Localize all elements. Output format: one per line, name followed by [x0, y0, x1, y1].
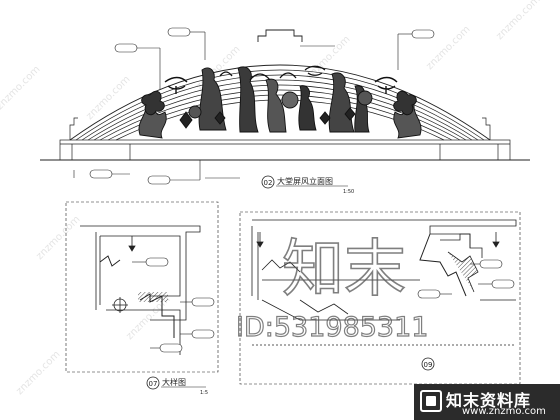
carved-relief	[138, 65, 422, 139]
diagonal-watermark-9: znzmo.com	[14, 349, 62, 397]
detail-07-caption: 大样图	[162, 377, 186, 387]
diagonal-watermark-1: znzmo.com	[0, 64, 42, 112]
detail-07-number: 07	[149, 380, 158, 388]
detail-09-frame	[239, 211, 521, 385]
detail-07-callouts	[132, 257, 215, 353]
center-watermark: 知末 ID:531985311	[235, 231, 429, 343]
detail-09-title: 09	[421, 357, 435, 371]
elevation-base-plinth	[59, 139, 511, 161]
detail-07-scale: 1:5	[200, 390, 208, 396]
detail-07-frame	[65, 201, 219, 373]
elevation-scale: 1:50	[343, 189, 354, 195]
watermark-brand: 知末	[282, 232, 406, 305]
watermark-id: ID:531985311	[236, 312, 428, 343]
elevation-number: 02	[264, 179, 273, 187]
brand-badge[interactable]: 知末资料库 www.znzmo.com	[414, 384, 560, 420]
brand-logo-icon	[420, 390, 442, 412]
brand-badge-url: www.znzmo.com	[462, 406, 546, 417]
detail-09-callouts	[417, 259, 515, 299]
screen-elevation	[40, 29, 530, 161]
elevation-callouts	[73, 27, 435, 185]
detail-09-number: 09	[424, 361, 433, 369]
brand-badge-title: 知末资料库	[446, 391, 532, 410]
diagonal-watermark-6: znzmo.com	[494, 0, 542, 42]
detail-07-title: 07 大样图 1:5	[146, 376, 208, 396]
elevation-caption: 大堂屏风立面图	[277, 176, 333, 186]
diagonal-watermark-7: znzmo.com	[34, 214, 82, 262]
elevation-title: 02 大堂屏风立面图 1:50	[261, 175, 354, 195]
detail-09-drawing	[251, 219, 517, 346]
detail-07-drawing	[80, 225, 201, 355]
